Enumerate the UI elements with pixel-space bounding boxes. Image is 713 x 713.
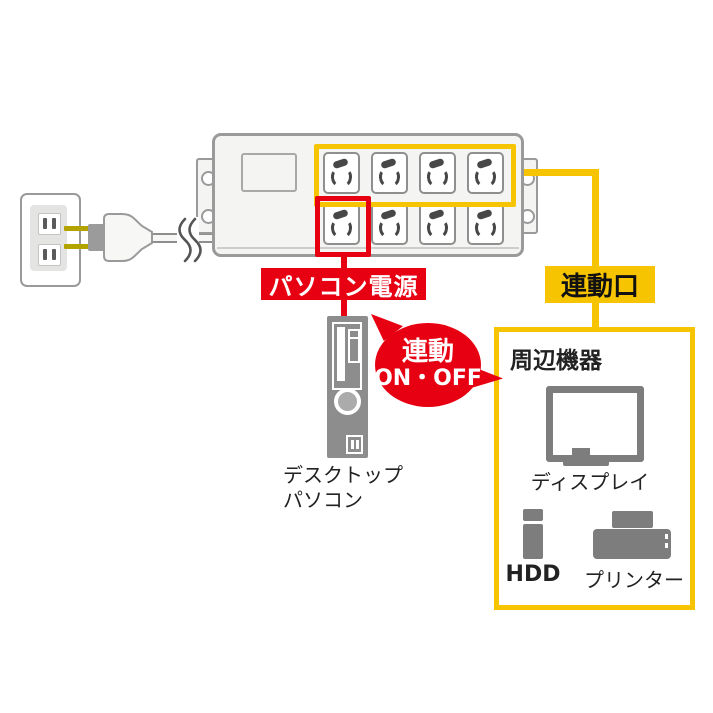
monitor-stand [572,448,590,460]
peripherals-box: 周辺機器 [494,327,695,610]
wall-socket-icon [38,244,61,266]
pc-outlet-highlight [315,196,371,257]
printer-caption: プリンター [584,568,684,592]
wall-outlet-icon [20,193,81,287]
desktop-tower-icon [327,316,368,458]
plug-prong-icon [64,244,89,249]
pc-connector-line [341,245,347,272]
hdd-icon [523,524,543,559]
linked-socket-icon [371,152,408,194]
wall-outlet-panel [30,205,67,271]
linked-socket-icon [419,152,456,194]
bubble-text-2: ON・OFF [374,365,482,391]
linked-socket-icon [323,152,360,194]
wall-socket-icon [38,213,61,235]
socket-icon [371,203,408,245]
tower-vent-icon [346,435,363,454]
tower-drive-panel [332,322,362,390]
plug-prong-icon [64,226,89,231]
linked-port-label: 連動口 [545,266,655,303]
printer-icon [593,529,671,559]
pc-power-label: パソコン電源 [261,268,426,301]
display-caption: ディスプレイ [530,470,650,494]
tower-power-button-icon [334,388,361,415]
linked-socket-icon [467,152,504,194]
printer-icon [612,511,653,528]
strip-switch-panel [241,153,297,192]
bubble-text-1: 連動 [401,337,454,368]
socket-icon [467,203,504,245]
peripherals-title: 周辺機器 [510,348,602,374]
hdd-caption: HDD [505,562,561,587]
desktop-pc-caption: デスクトップ パソコン [283,463,403,512]
cable-break-icon [177,217,202,263]
linked-connector-line [592,169,599,331]
monitor-icon [546,386,644,462]
monitor-base [563,459,609,466]
linked-outlets-highlight [314,144,516,207]
hdd-icon [523,509,543,521]
power-plug-icon [103,213,153,262]
pc-socket-icon [323,203,360,245]
socket-icon [419,203,456,245]
linked-connector-line [504,169,596,176]
pc-connector-line [341,298,347,318]
plug-tip [88,224,105,251]
speech-bubble: 連動 ON・OFF [374,323,482,407]
